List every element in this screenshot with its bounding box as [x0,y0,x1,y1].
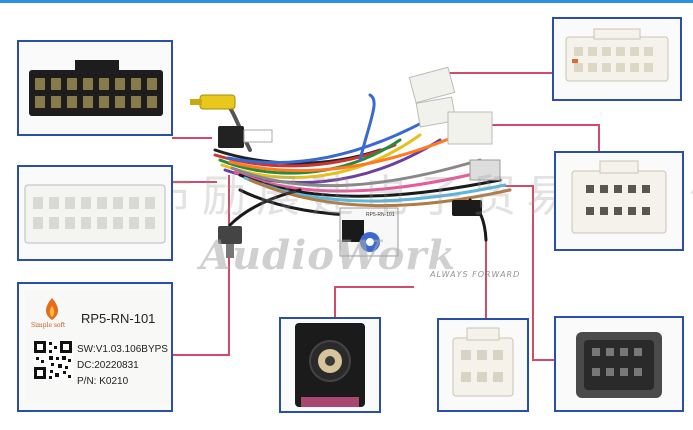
brand-tagline: ALWAYS FORWARD [430,270,521,279]
box-black-16pin-connector [17,40,173,136]
label-sw-version: SW:V1.03.106BYPS [77,344,168,355]
leader-line [532,359,554,361]
white-plug-image [565,28,669,82]
box-product-label: Simple soft RP5-RN-101 SW:V1.03.106BYPS … [17,282,173,412]
leader-line [598,124,600,154]
leader-line [460,124,600,126]
leader-line [172,137,212,139]
small-white-plug-image [452,327,514,397]
box-white-connector-right [554,151,684,251]
flame-logo-icon [45,298,59,320]
logo-text: Simple soft [31,322,66,329]
leader-line [172,354,230,356]
qr-code-icon [33,340,73,380]
leader-line [172,181,217,183]
module-label: RP5-RN-101 [366,212,395,218]
leader-line [498,185,534,187]
label-model: RP5-RN-101 [81,311,156,326]
box-gray-connector [554,316,684,412]
box-white-20pin-connector [17,165,173,261]
box-white-connector-top-right [552,17,682,101]
brand-logo: AudioWork [200,232,457,279]
leader-line [532,185,534,361]
white-socket-image [571,160,667,234]
box-small-white-connector [437,318,529,412]
leader-line [448,72,552,74]
label-date-code: DC:20220831 [77,360,139,371]
top-accent-bar [0,0,693,3]
gray-socket-image [576,332,662,398]
antenna-socket-image [295,323,365,407]
label-part-number: P/N: K0210 [77,376,129,387]
leader-line [334,286,336,318]
black-connector-image [29,60,163,116]
white-connector-image [24,184,166,244]
leader-line [334,286,414,288]
leader-line [228,175,230,355]
box-antenna-socket [279,317,381,413]
leader-line [485,240,487,318]
